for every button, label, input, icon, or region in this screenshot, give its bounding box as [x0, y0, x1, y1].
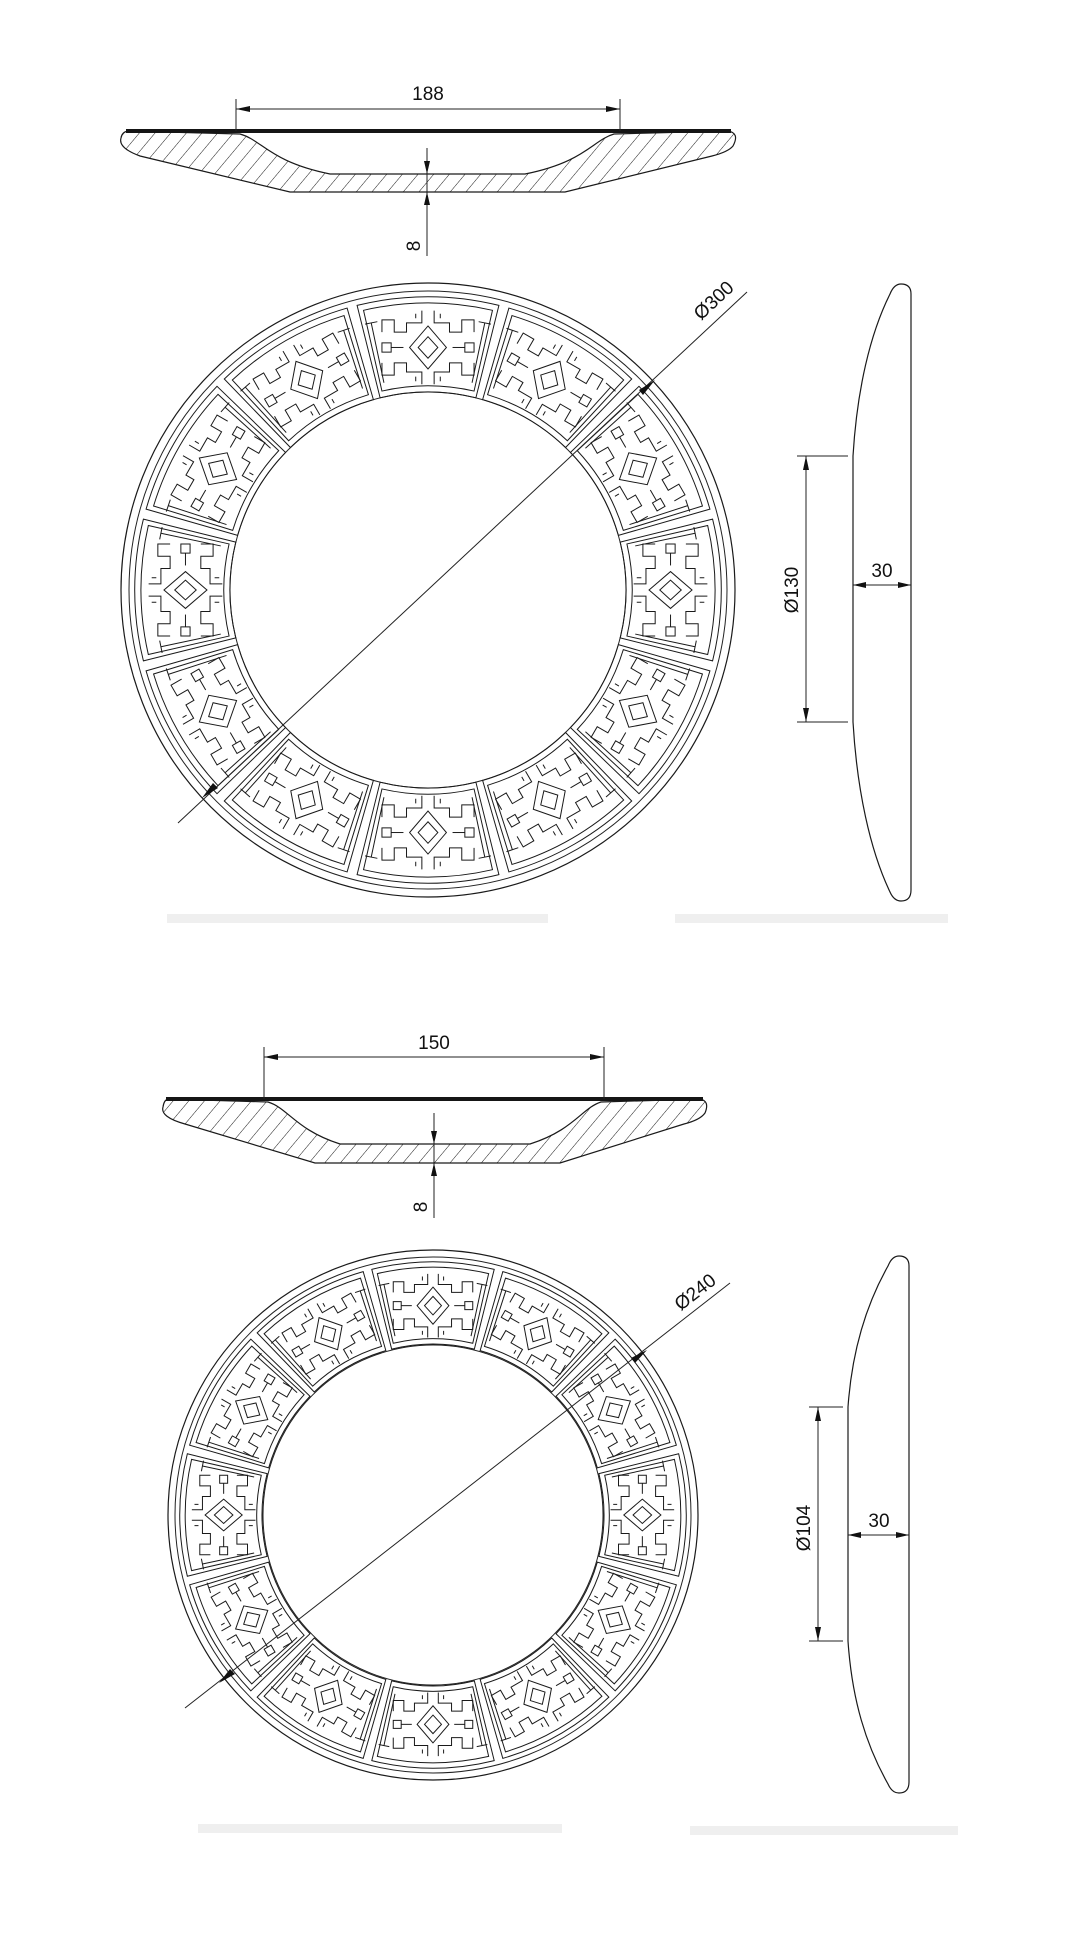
dimension-bottom-thickness: 8	[404, 148, 430, 256]
dimension-label: 188	[412, 84, 444, 105]
dimension-label: 30	[871, 561, 892, 582]
small-plate-section-view: 150 8	[162, 1033, 708, 1218]
placeholder-bar	[167, 914, 548, 923]
placeholder-bar	[198, 1824, 562, 1833]
top-plate-strip	[126, 129, 731, 133]
placeholder-bar	[675, 914, 948, 923]
dimension-inner-diameter: Ø104	[794, 1406, 843, 1642]
dimension-top-width: 188	[235, 84, 621, 131]
dimension-label: Ø240	[671, 1270, 721, 1315]
dimension-label: 150	[418, 1033, 450, 1054]
dimension-label: Ø130	[782, 567, 803, 613]
dimension-label: Ø300	[690, 277, 738, 324]
placeholder-bar	[690, 1826, 958, 1835]
dimension-outer-diameter: Ø300	[177, 277, 748, 824]
section-hatch	[120, 130, 737, 193]
dimension-outer-diameter: Ø240	[184, 1270, 731, 1709]
large-plate-section-view: 188 8	[120, 84, 737, 256]
dimension-inner-diameter: Ø130	[782, 455, 848, 723]
dimension-label: Ø104	[794, 1504, 815, 1551]
dimension-depth: 30	[848, 1511, 909, 1538]
small-plate-front-view: Ø240	[167, 1249, 731, 1781]
dimension-label: 8	[411, 1202, 432, 1213]
large-plate-side-view: Ø130 30	[782, 283, 912, 902]
top-plate-strip	[166, 1097, 703, 1101]
dimension-bottom-thickness: 8	[411, 1113, 437, 1218]
section-hatch	[162, 1098, 708, 1164]
small-plate-side-view: Ø104 30	[794, 1255, 910, 1794]
large-plate-front-view: Ø300	[120, 277, 748, 898]
dimension-top-width: 150	[263, 1033, 605, 1099]
dimension-depth: 30	[853, 561, 911, 588]
dimension-label: 30	[868, 1511, 889, 1532]
dimension-label: 8	[404, 241, 425, 252]
